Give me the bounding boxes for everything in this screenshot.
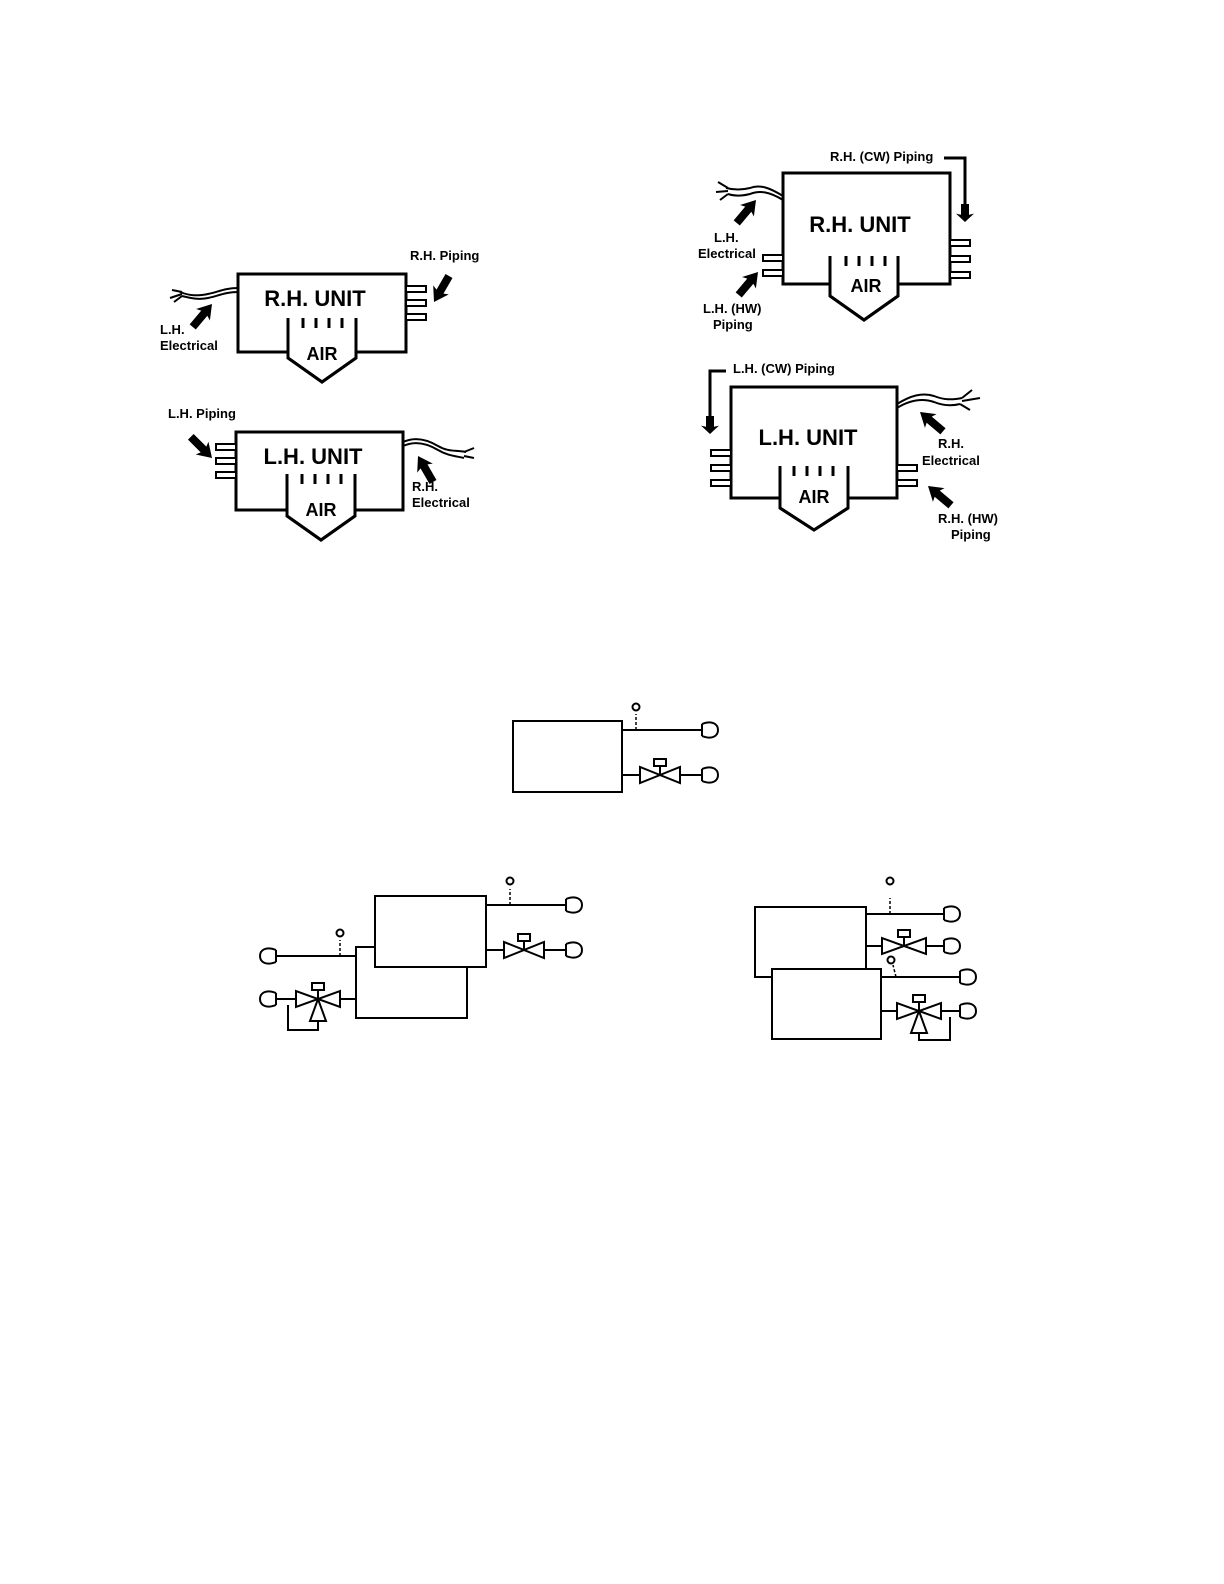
rh-unit-cw-hw-electrical-line1: L.H. <box>714 230 739 245</box>
lh-unit-basic-pipe-stubs <box>216 444 236 478</box>
lh-unit-basic-louvers <box>302 474 341 484</box>
vent-icon <box>887 878 894 885</box>
vent-icon <box>633 704 640 711</box>
rh-unit-cw-hw-diagram: R.H. UNIT AIR R.H. (CW) Piping L.H. Elec… <box>698 149 974 332</box>
pipe-connection-icon <box>944 906 960 921</box>
rh-unit-cw-hw-hw-line2: Piping <box>713 317 753 332</box>
lh-unit-cw-hw-body <box>731 387 897 530</box>
pipe-connection-icon <box>944 938 960 953</box>
lh-unit-basic-air-label: AIR <box>306 500 337 520</box>
lh-unit-basic-electrical-line2: Electrical <box>412 495 470 510</box>
two-way-valve-icon <box>882 930 926 954</box>
coil-box-front <box>375 896 486 967</box>
single-coil-schematic <box>513 704 718 793</box>
lh-unit-cw-hw-electrical-line2: Electrical <box>922 453 980 468</box>
lh-unit-basic-title: L.H. UNIT <box>264 444 364 469</box>
electrical-cable-icon <box>180 288 238 295</box>
rh-cw-piping-arrow-icon <box>956 204 974 222</box>
lh-unit-basic-piping-label: L.H. Piping <box>168 406 236 421</box>
two-way-valve-icon <box>640 759 680 783</box>
rh-unit-cw-hw-body <box>783 173 950 320</box>
lh-unit-cw-hw-cw-stubs <box>711 450 731 486</box>
lh-unit-cw-hw-diagram: L.H. UNIT AIR L.H. (CW) Piping R.H. Elec… <box>701 361 998 542</box>
rh-unit-basic-electrical-line1: L.H. <box>160 322 185 337</box>
dual-coil-schematic-right <box>755 878 976 1041</box>
lh-electrical-arrow-icon <box>730 194 763 229</box>
lh-unit-cw-hw-title: L.H. UNIT <box>759 425 859 450</box>
pipe-connection-icon <box>260 948 276 963</box>
lh-unit-cw-hw-hw-stubs <box>897 465 917 486</box>
rh-unit-basic-electrical-line2: Electrical <box>160 338 218 353</box>
rh-unit-cw-hw-air-label: AIR <box>851 276 882 296</box>
rh-unit-basic-piping-label: R.H. Piping <box>410 248 479 263</box>
rh-hw-piping-arrow-icon <box>922 479 957 512</box>
rh-unit-basic-diagram: R.H. UNIT AIR R.H. Piping L.H. Electrica… <box>160 248 479 382</box>
lh-unit-cw-hw-electrical-line1: R.H. <box>938 436 964 451</box>
coil-box-top <box>755 907 866 977</box>
rh-unit-cw-hw-electrical-line2: Electrical <box>698 246 756 261</box>
rh-unit-basic-air-label: AIR <box>307 344 338 364</box>
rh-unit-cw-hw-cw-label: R.H. (CW) Piping <box>830 149 933 164</box>
pipe-connection-icon <box>960 969 976 984</box>
rh-unit-basic-title: R.H. UNIT <box>264 286 366 311</box>
vent-icon <box>507 878 514 885</box>
pipe-connection-icon <box>960 1003 976 1018</box>
lh-unit-basic-electrical-line1: R.H. <box>412 479 438 494</box>
rh-unit-basic-pipe-stubs <box>406 286 426 320</box>
coil-box <box>513 721 622 792</box>
lh-unit-cw-hw-louvers <box>794 466 833 476</box>
dual-coil-schematic-left <box>260 878 582 1031</box>
rh-unit-cw-hw-title: R.H. UNIT <box>809 212 911 237</box>
vent-icon <box>888 957 895 964</box>
rh-unit-cw-hw-hw-stubs <box>763 255 783 276</box>
lh-hw-piping-arrow-icon <box>732 266 765 301</box>
coil-box-bottom <box>772 969 881 1039</box>
lh-electrical-arrow-icon <box>186 298 219 333</box>
pipe-connection-icon <box>260 991 276 1006</box>
lh-cw-piping-leader <box>710 371 726 422</box>
electrical-cable-icon <box>403 439 466 452</box>
lh-unit-cw-hw-air-label: AIR <box>799 487 830 507</box>
rh-unit-cw-hw-louvers <box>846 256 885 266</box>
lh-cw-piping-arrow-icon <box>701 416 719 434</box>
pipe-connection-icon <box>702 767 718 782</box>
lh-unit-cw-hw-hw-line2: Piping <box>951 527 991 542</box>
vent-icon <box>337 930 344 937</box>
pipe-connection-icon <box>566 942 582 957</box>
rh-piping-arrow-icon <box>426 272 457 307</box>
rh-cw-piping-leader <box>944 158 965 210</box>
rh-unit-basic-louvers <box>303 318 342 328</box>
bypass-pipe <box>919 1017 950 1040</box>
lh-piping-arrow-icon <box>184 430 218 464</box>
lh-unit-basic-diagram: L.H. UNIT AIR L.H. Piping R.H. Electrica… <box>168 406 474 540</box>
three-way-valve-icon <box>296 983 340 1021</box>
lh-unit-cw-hw-hw-line1: R.H. (HW) <box>938 511 998 526</box>
pipe-connection-icon <box>566 897 582 912</box>
rh-unit-cw-hw-cw-stubs <box>950 240 970 278</box>
two-way-valve-icon <box>504 934 544 958</box>
lh-unit-cw-hw-cw-label: L.H. (CW) Piping <box>733 361 835 376</box>
rh-electrical-arrow-icon <box>914 405 949 438</box>
pipe-connection-icon <box>702 722 718 737</box>
rh-unit-cw-hw-hw-line1: L.H. (HW) <box>703 301 761 316</box>
three-way-valve-icon <box>897 995 941 1033</box>
